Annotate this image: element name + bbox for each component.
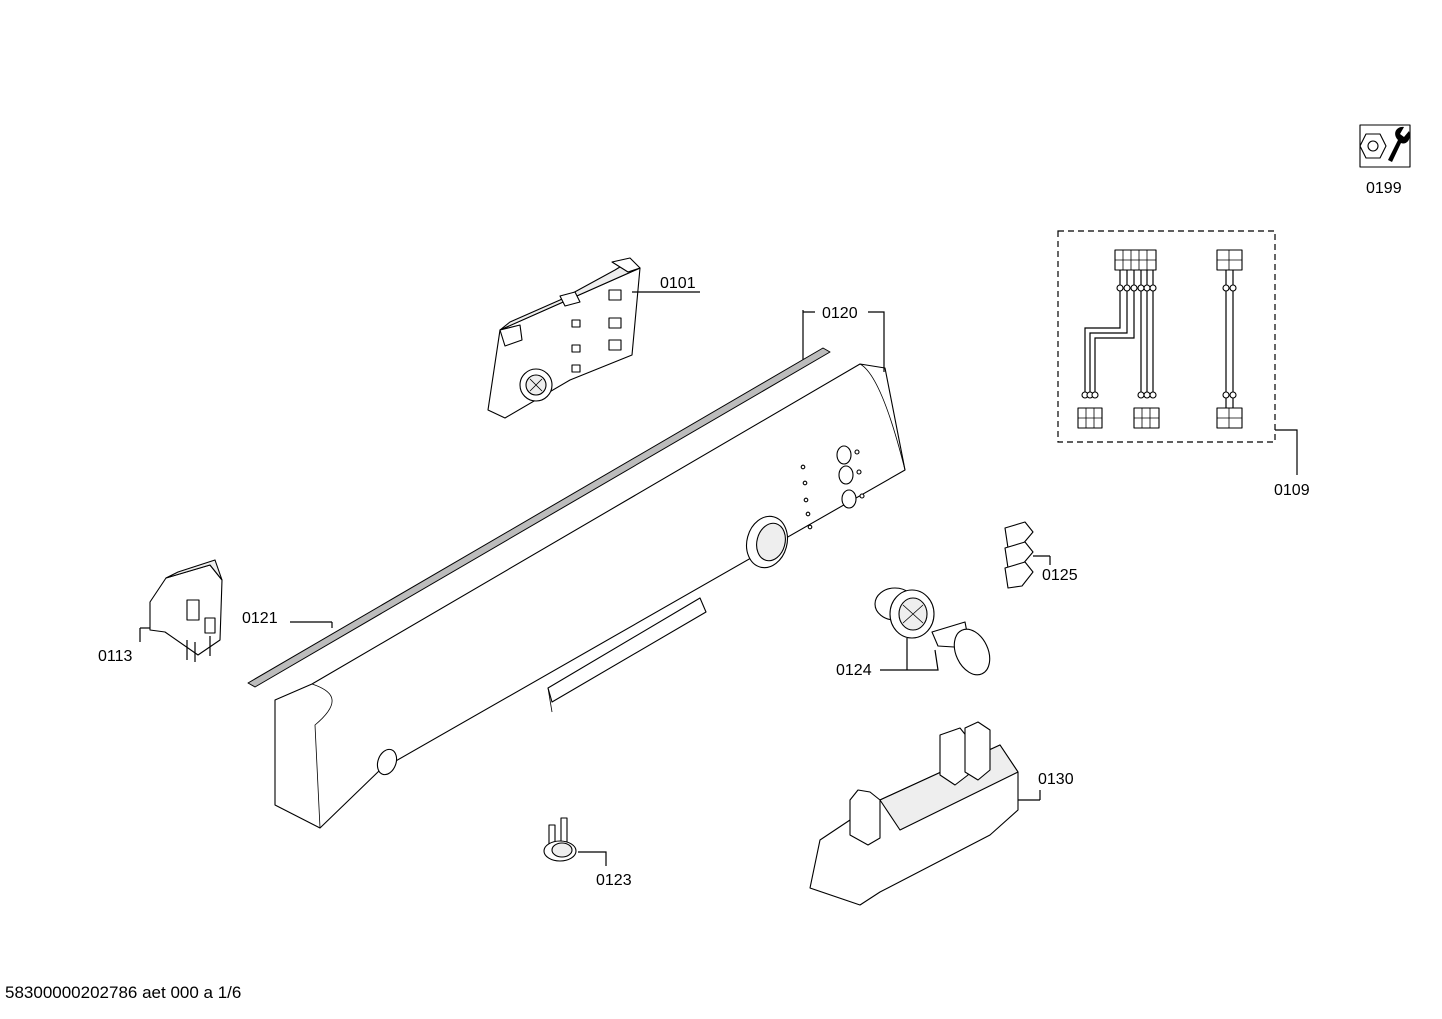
electronic-module [487, 257, 700, 419]
label-0123: 0123 [596, 872, 632, 889]
label-0199: 0199 [1366, 180, 1402, 197]
document-footer: 58300000202786 aet 000 a 1/6 [5, 983, 241, 1002]
label-0113: 0113 [98, 648, 133, 665]
label-0121: 0121 [242, 610, 278, 627]
label-0109: 0109 [1274, 482, 1310, 499]
knob-assembly [874, 587, 991, 676]
fascia-strip [247, 347, 831, 688]
label-0125: 0125 [1042, 567, 1078, 584]
label-0130: 0130 [1038, 771, 1074, 788]
wiring-harness [1057, 230, 1298, 475]
retaining-clip [1004, 521, 1051, 589]
tool-icon [1359, 124, 1411, 168]
label-0124: 0124 [836, 662, 872, 679]
door-lock [139, 559, 223, 662]
label-0101: 0101 [660, 275, 696, 292]
push-switch [543, 817, 607, 866]
support-bracket [809, 721, 1041, 906]
label-0120: 0120 [822, 305, 858, 322]
control-panel-fascia [274, 310, 906, 829]
